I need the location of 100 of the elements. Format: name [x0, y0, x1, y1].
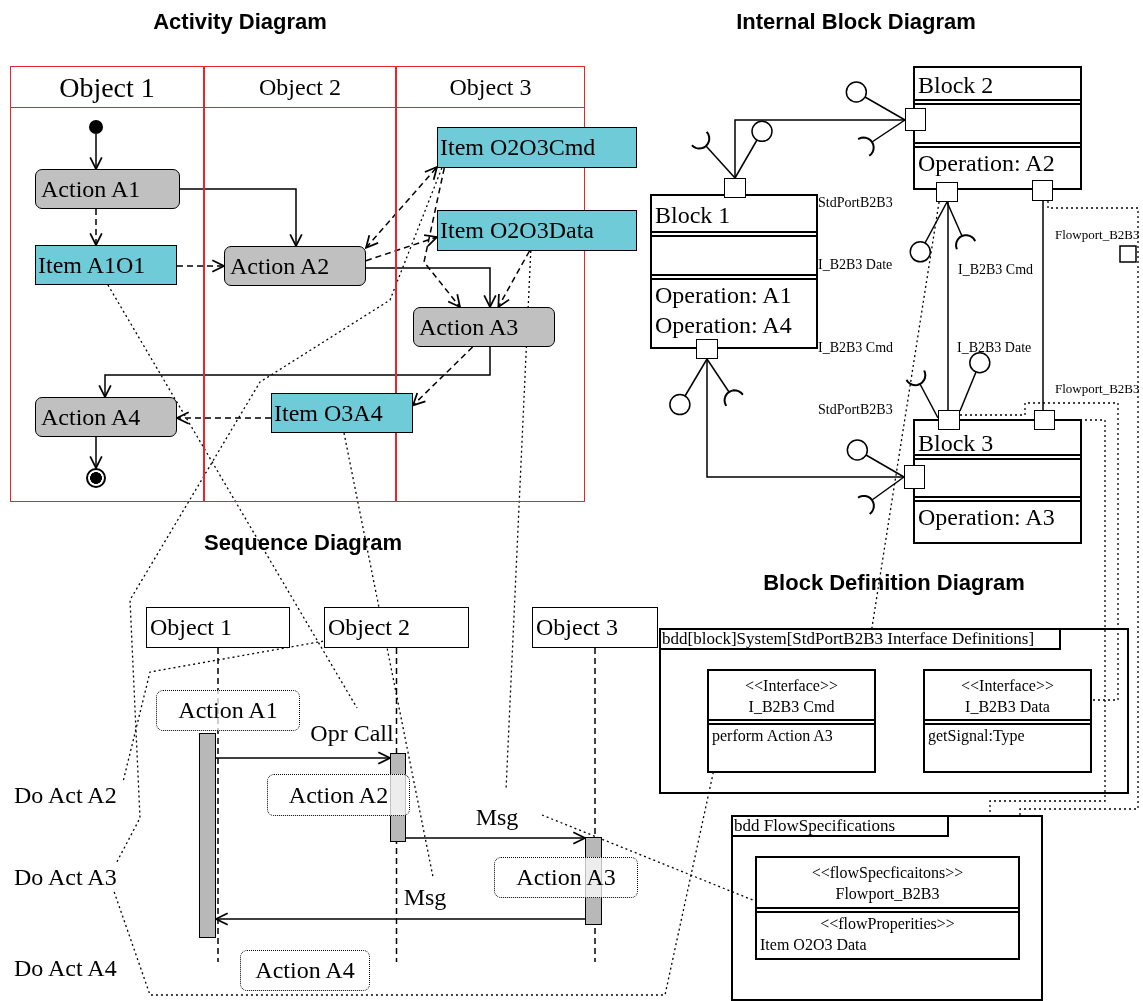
final-node: [86, 468, 106, 488]
trace-line: [1019, 200, 1139, 816]
frame-tab: bdd[block]System[StdPortB2B3 Interface Definitions]: [661, 630, 1061, 650]
port-square: [938, 410, 960, 430]
connector-line: [706, 358, 905, 478]
diagram-frame: [731, 815, 1043, 1001]
interface-box: [923, 669, 1092, 773]
port-square: [904, 465, 925, 489]
port-square: [696, 339, 718, 359]
arrow: [497, 250, 531, 308]
message-arrow: [405, 831, 586, 845]
port-label: Flowport_B2B3: [1055, 228, 1140, 243]
stereotype-text: <<flowProperities>>: [819, 914, 956, 934]
object-node: Item O3A4: [271, 393, 413, 433]
flow-specification-box: [755, 856, 1020, 960]
port-label: I_B2B3 Date: [818, 257, 893, 273]
arrow: [365, 234, 438, 262]
property-text: Item O2O3 Data: [760, 935, 868, 955]
lifeline-head: Object 1: [146, 607, 290, 648]
trace-line: [541, 814, 756, 902]
action-node: Action A4: [35, 397, 177, 437]
note-box: Action A1: [156, 690, 300, 731]
block-box: [913, 66, 1082, 190]
flow-specification-name: Flowport_B2B3: [834, 884, 941, 904]
block-box: [650, 194, 818, 349]
object-node: Item A1O1: [35, 245, 177, 285]
lane-title: Object 2: [205, 67, 395, 108]
trace-line: [959, 402, 1119, 701]
arrow: [176, 259, 225, 273]
interface-box: [707, 669, 876, 773]
trace-line: [113, 772, 714, 996]
stereotype-text: <<flowSpecficaitons>>: [810, 863, 965, 883]
trace-line: [343, 432, 434, 878]
initial-node: [89, 120, 103, 134]
lifeline-head: Object 3: [532, 607, 658, 648]
connector-line: [1042, 200, 1044, 411]
interface-name: I_B2B3 Data: [964, 697, 1051, 717]
port-label: StdPortB2B3: [818, 402, 893, 418]
operation-text: Operation: A1: [655, 281, 793, 310]
action-node: Action A1: [35, 169, 180, 209]
connector-line: [734, 119, 906, 179]
operation-text: perform Action A3: [712, 726, 834, 746]
section-title: Internal Block Diagram: [736, 10, 976, 35]
interface-name: I_B2B3 Cmd: [747, 697, 836, 717]
operation-text: Operation: A2: [918, 149, 1056, 178]
port-label: I_B2B3 Cmd: [958, 262, 1034, 278]
activation-bar: [199, 733, 216, 938]
port-square: [905, 108, 926, 131]
message-arrow: [215, 912, 586, 926]
arrow: [365, 267, 497, 308]
note-box: Action A4: [240, 950, 370, 991]
message-arrow: [215, 751, 391, 765]
arrow: [423, 167, 461, 308]
stereotype-text: <<Interface>>: [960, 676, 1055, 696]
note-box: Action A3: [494, 857, 638, 898]
port-label: I_B2B3 Cmd: [818, 340, 894, 356]
port-square: [1032, 180, 1053, 201]
trace-line: [107, 284, 358, 709]
object-node: Item O2O3Cmd: [437, 127, 637, 168]
section-title: Activity Diagram: [153, 10, 327, 35]
arrow: [365, 166, 438, 249]
trace-line: [871, 201, 940, 629]
arrow: [89, 133, 103, 170]
section-title: Sequence Diagram: [203, 531, 403, 556]
annotation-text: Do Act A2: [14, 780, 132, 810]
operation-text: getSignal:Type: [928, 726, 1026, 746]
lane-title: Object 3: [397, 67, 584, 108]
port-square: [936, 182, 958, 202]
swimlane: [10, 66, 204, 502]
trace-line: [116, 167, 443, 863]
connector-line: [947, 201, 949, 411]
action-node: Action A3: [413, 307, 555, 347]
action-node: Action A2: [224, 246, 366, 286]
stereotype-text: <<Interface>>: [744, 676, 839, 696]
port-label: Flowport_B2B3: [1055, 382, 1140, 397]
section-title: Block Definition Diagram: [763, 571, 1025, 596]
arrow: [98, 346, 491, 398]
frame-tab: bdd FlowSpecifications: [733, 817, 949, 837]
arrow: [176, 411, 272, 425]
port-square: [1034, 410, 1055, 430]
note-box: Action A2: [267, 774, 410, 816]
operation-text: Operation: A4: [655, 311, 793, 340]
arrow: [89, 436, 103, 469]
block-box: [913, 419, 1082, 544]
annotation-text: Do Act A3: [14, 862, 132, 892]
block-name: Block 1: [655, 201, 732, 230]
diagram-frame: [659, 628, 1129, 794]
lane-title: Object 1: [11, 67, 203, 108]
arrow: [179, 188, 303, 247]
block-name: Block 3: [918, 430, 995, 456]
annotation-text: Do Act A4: [14, 955, 117, 982]
port-square: [724, 178, 746, 198]
block-name: Block 2: [918, 71, 995, 100]
lifeline-head: Object 2: [324, 607, 469, 648]
arrow: [89, 208, 103, 246]
object-node: Item O2O3Data: [437, 210, 637, 251]
operation-text: Operation: A3: [918, 503, 1056, 532]
port-label: StdPortB2B3: [818, 195, 893, 211]
trace-line: [122, 640, 325, 781]
arrow: [412, 346, 474, 407]
